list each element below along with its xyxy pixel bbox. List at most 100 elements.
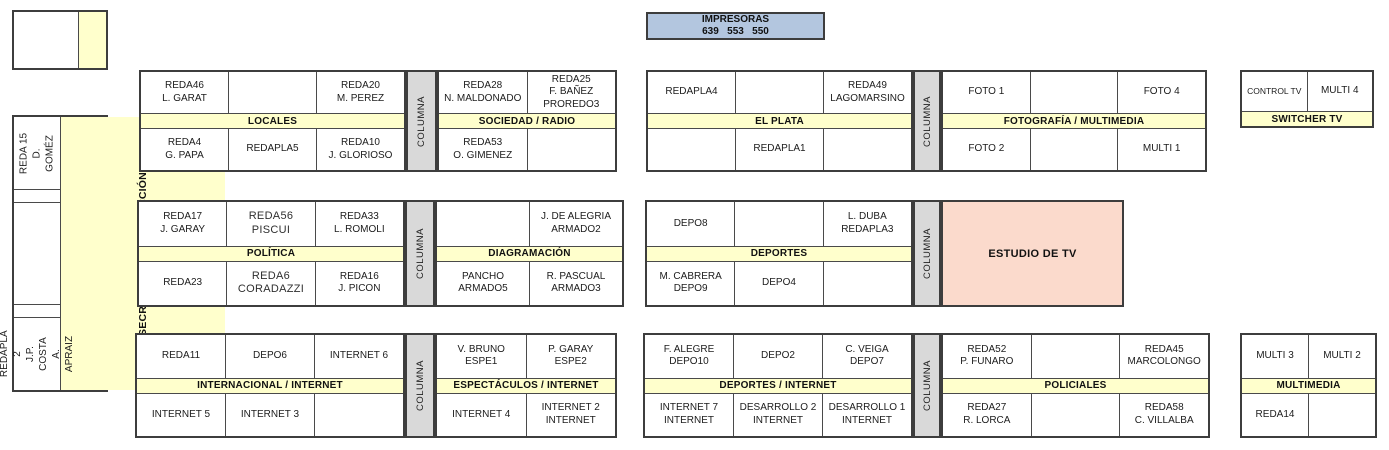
desk-cell: REDA27 R. LORCA [943,393,1032,436]
desk-cell [736,72,824,113]
desk-cell: REDA6 CORADAZZI [227,261,316,305]
desk-row-bottom: REDA4 G. PAPA REDAPLA5 REDA10 J. GLORIOS… [141,129,404,170]
columna-label: COLUMNA [414,227,426,280]
desk-redapla2: REDAPLA 2 J.P. COSTA A. APRAIZ [0,330,76,378]
columna-label: COLUMNA [921,95,933,147]
desk-cell: DESARROLLO 2 INTERNET [734,393,823,436]
desk-row-top: REDA46 L. GARAT REDA20 M. PEREZ [141,72,404,113]
columna-pillar: COLUMNA [406,70,437,172]
section-label-fotografia: FOTOGRAFÍA / MULTIMEDIA [943,113,1205,129]
section-label-locales: LOCALES [141,113,404,129]
desk-row-top: F. ALEGRE DEPO10 DEPO2 C. VEIGA DEPO7 [645,335,911,378]
desk-cell [528,129,616,170]
desk-cell: REDA49 LAGOMARSINO [830,80,905,104]
desk-cell: REDA25 F. BAÑEZ PROREDO3 [543,73,600,110]
desk-cell [229,72,317,113]
desk-cell: REDA23 [139,261,228,305]
desk-empty [14,203,61,305]
section-label-multimedia: MULTIMEDIA [1242,377,1375,394]
desk-cell [437,202,530,246]
desk-cell: REDA53 O. GIMENEZ [439,129,528,170]
desk-cell: INTERNET 5 [137,393,226,436]
group-el-plata: REDAPLA4 REDA49 LAGOMARSINO EL PLATA RED… [646,70,913,172]
desk-row-bottom: REDA23 REDA6 CORADAZZI REDA16 J. PICON [139,261,403,305]
desk-row-bottom: REDAPLA1 [648,129,911,170]
desk-cell: REDAPLA4 [648,72,736,113]
section-label-el-plata: EL PLATA [648,113,911,129]
secretarios-desk-column: REDA 15 D. GOMÉZ REDAPLA 2 J.P. COSTA A.… [0,117,76,390]
desk-cell: J. DE ALEGRIA ARMADO2 [540,211,612,235]
desk-cell: FOTO 1 [943,72,1031,113]
columna-pillar: COLUMNA [405,200,435,307]
desk-cell [315,394,403,437]
desk-cell: CONTROL TV [1242,72,1308,111]
desk-cell: REDA16 J. PICON [338,270,381,295]
desk-cell [648,129,736,170]
section-label-sociedad-radio: SOCIEDAD / RADIO [439,113,615,129]
desk-cell: REDA28 N. MALDONADO [439,72,528,113]
columna-label: COLUMNA [416,95,428,147]
section-label-switcher-tv: SWITCHER TV [1242,111,1372,126]
section-label-deportes-internet: DEPORTES / INTERNET [645,377,911,394]
desk-cell: REDAPLA5 [229,129,317,170]
desk-row-bottom: REDA53 O. GIMENEZ [439,129,615,170]
desk-row-bottom: REDA14 [1242,393,1375,437]
desk-row-bottom: FOTO 2 MULTI 1 [943,129,1205,170]
desk-cell: REDA14 [1242,393,1309,436]
columna-label: COLUMNA [414,359,426,412]
desk-cell: INTERNET 2 INTERNET [541,402,600,426]
desk-row-top: MULTI 3 MULTI 2 [1242,335,1375,378]
desk-cell: REDA58 C. VILLALBA [1134,402,1194,426]
desk-row-bottom: REDA27 R. LORCA REDA58 C. VILLALBA [943,393,1208,436]
desk-cell: MULTI 3 [1242,335,1309,378]
desk-row-top: REDA28 N. MALDONADO REDA25 F. BAÑEZ PROR… [439,72,615,113]
desk-row-top: CONTROL TV MULTI 4 [1242,72,1372,111]
desk-cell: MULTI 1 [1142,143,1181,155]
group-espectaculos-internet: V. BRUNO ESPE1 P. GARAY ESPE2 ESPECTÁCUL… [435,333,617,438]
desk-row-top: FOTO 1 FOTO 4 [943,72,1205,113]
desk-cell: C. VEIGA DEPO7 [845,343,889,368]
columna-pillar: COLUMNA [913,200,941,307]
group-deportes: DEPO8 L. DUBA REDAPLA3 DEPORTES M. CABRE… [645,200,913,307]
group-diagramacion: J. DE ALEGRIA ARMADO2 DIAGRAMACIÓN PANCH… [435,200,624,307]
desk-row-bottom: PANCHO ARMADO5 R. PASCUAL ARMADO3 [437,261,622,305]
desk-cell: REDA46 L. GARAT [141,72,229,113]
columna-label: COLUMNA [921,359,933,412]
desk-cell [1031,129,1119,170]
desk-cell: INTERNET 3 [226,393,315,436]
section-label-deportes: DEPORTES [647,245,911,262]
desk-row-bottom: INTERNET 4 INTERNET 2 INTERNET [437,393,615,436]
desk-row-top: REDA11 DEPO6 INTERNET 6 [137,335,403,378]
desk-cell: INTERNET 6 [329,350,389,361]
group-deportes-internet: F. ALEGRE DEPO10 DEPO2 C. VEIGA DEPO7 DE… [643,333,913,438]
desk-cell [1032,335,1121,378]
section-label-politica: POLÍTICA [139,245,403,262]
desk-divider [14,190,61,203]
desk-cell [1031,72,1119,113]
desk-cell: REDA33 L. ROMOLI [334,211,385,235]
group-internacional-internet: REDA11 DEPO6 INTERNET 6 INTERNACIONAL / … [135,333,405,438]
desk-row-top: REDA52 P. FUNARO REDA45 MARCOLONGO [943,335,1208,378]
group-switcher-tv: CONTROL TV MULTI 4 SWITCHER TV [1240,70,1374,128]
impresoras-box: IMPRESORAS 639 553 550 [646,12,825,40]
desk-cell: INTERNET 7 INTERNET [645,393,734,436]
desk-cell: REDA52 P. FUNARO [943,335,1032,378]
desk-cell: REDA17 J. GARAY [139,202,228,246]
desk-cell: REDA45 MARCOLONGO [1127,343,1201,368]
desk-cell: L. DUBA REDAPLA3 [841,211,894,235]
desk-row-top: V. BRUNO ESPE1 P. GARAY ESPE2 [437,335,615,378]
desk-cell: MULTI 2 [1323,350,1361,361]
desk-cell: DESARROLLO 1 INTERNET [828,402,906,426]
columna-pillar: COLUMNA [405,333,435,438]
desk-cell: REDA11 [137,335,226,378]
desk-cell: REDA4 G. PAPA [141,129,229,170]
desk-cell [1309,394,1375,437]
group-policiales: REDA52 P. FUNARO REDA45 MARCOLONGO POLIC… [941,333,1210,438]
section-label-policiales: POLICIALES [943,377,1208,394]
desk-cell: REDAPLA1 [736,129,824,170]
corner-box-yellow-cell [79,12,106,68]
desk-cell: DEPO6 [226,335,315,378]
desk-row-bottom: INTERNET 5 INTERNET 3 [137,393,403,437]
desk-cell: REDA20 M. PEREZ [336,80,385,104]
